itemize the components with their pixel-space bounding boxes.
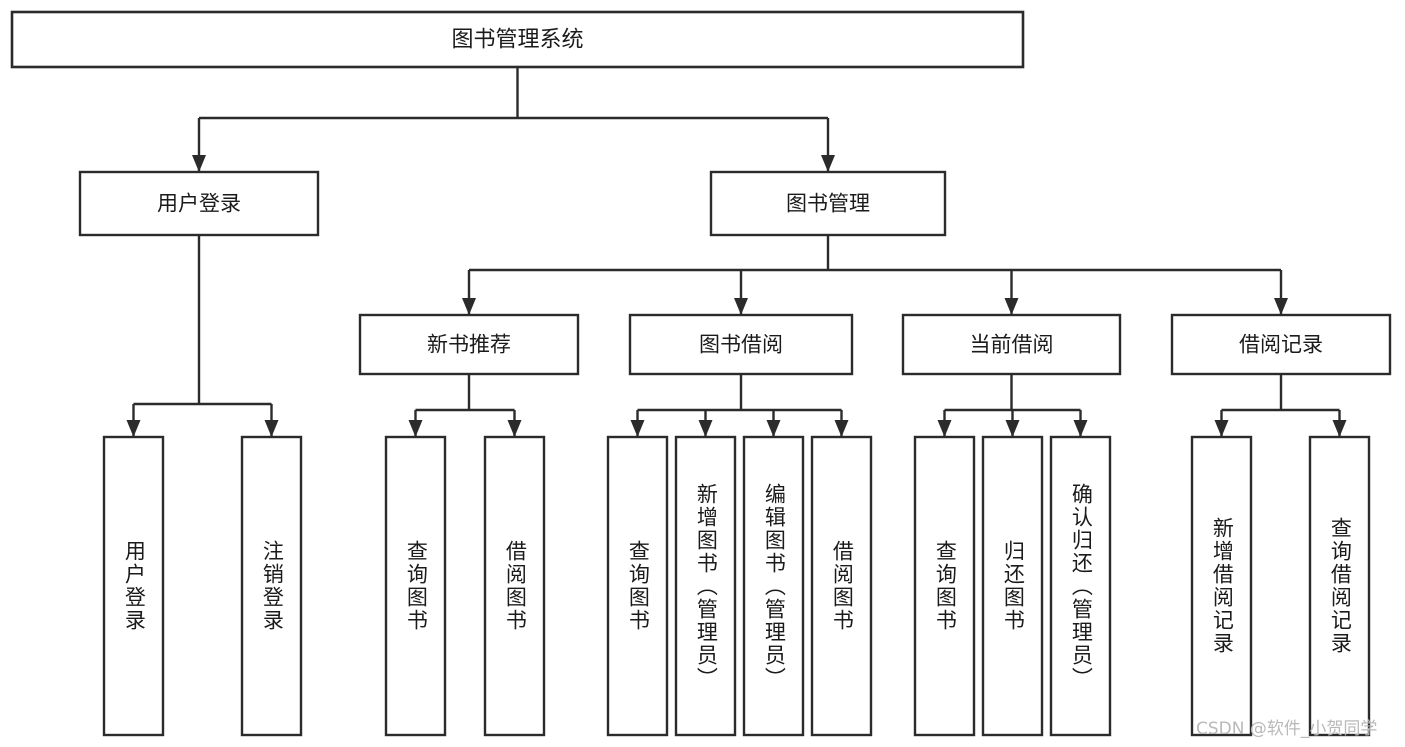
node-box-level2-1[interactable] <box>628 313 854 376</box>
node-label-level2-1: 图书借阅 <box>699 333 783 357</box>
node-box-leaf-6[interactable] <box>742 435 805 737</box>
node-box-level2-3[interactable] <box>1170 313 1392 376</box>
arrow-head-icon-leaf-4 <box>630 420 645 437</box>
arrow-head-icon-leaf-6 <box>766 420 781 437</box>
node-label-level1-0: 用户登录 <box>157 192 241 216</box>
arrow-head-icon-leaf-11 <box>1214 420 1229 437</box>
node-box-leaf-5[interactable] <box>674 435 737 737</box>
connector-layer <box>126 67 1347 437</box>
node-box-level1-1[interactable] <box>709 170 947 237</box>
node-box-leaf-0[interactable] <box>102 435 165 737</box>
node-box-root[interactable] <box>10 10 1025 69</box>
node-label-level2-2: 当前借阅 <box>970 333 1054 357</box>
node-box-leaf-8[interactable] <box>913 435 976 737</box>
node-box-level2-0[interactable] <box>358 313 580 376</box>
node-box-leaf-10[interactable] <box>1049 435 1112 737</box>
arrow-head-icon-leaf-10 <box>1073 420 1088 437</box>
arrow-head-icon-leaf-2 <box>408 420 423 437</box>
node-box-leaf-7[interactable] <box>810 435 873 737</box>
arrow-head-icon-level1-1 <box>821 155 835 172</box>
arrow-head-icon-leaf-8 <box>937 420 952 437</box>
node-box-leaf-3[interactable] <box>483 435 546 737</box>
arrow-head-icon-leaf-0 <box>126 420 141 437</box>
node-label-level2-3: 借阅记录 <box>1239 333 1323 357</box>
node-box-leaf-9[interactable] <box>981 435 1044 737</box>
csdn-watermark: CSDN @软件_小贺同学 <box>1196 719 1378 739</box>
arrow-head-icon-level2-1 <box>734 298 748 315</box>
node-box-leaf-1[interactable] <box>240 435 303 737</box>
node-box-level2-2[interactable] <box>901 313 1122 376</box>
node-label-level2-0: 新书推荐 <box>427 333 511 357</box>
arrow-head-icon-leaf-7 <box>834 420 849 437</box>
arrow-head-icon-leaf-9 <box>1005 420 1020 437</box>
arrow-head-icon-level2-3 <box>1274 298 1288 315</box>
arrow-head-icon-leaf-1 <box>264 420 279 437</box>
node-box-leaf-2[interactable] <box>384 435 447 737</box>
node-label-level1-1: 图书管理 <box>786 192 870 216</box>
arrow-head-icon-leaf-3 <box>507 420 522 437</box>
node-box-layer <box>10 10 1392 737</box>
node-box-leaf-11[interactable] <box>1190 435 1253 737</box>
arrow-head-icon-leaf-5 <box>698 420 713 437</box>
arrow-head-icon-level2-2 <box>1004 298 1019 315</box>
node-box-leaf-12[interactable] <box>1308 435 1371 737</box>
arrow-head-icon-level1-0 <box>192 155 206 172</box>
node-box-leaf-4[interactable] <box>606 435 669 737</box>
arrow-head-icon-leaf-12 <box>1332 420 1347 437</box>
arrow-head-icon-level2-0 <box>462 298 476 315</box>
node-label-root: 图书管理系统 <box>451 28 583 53</box>
node-box-level1-0[interactable] <box>78 170 320 237</box>
